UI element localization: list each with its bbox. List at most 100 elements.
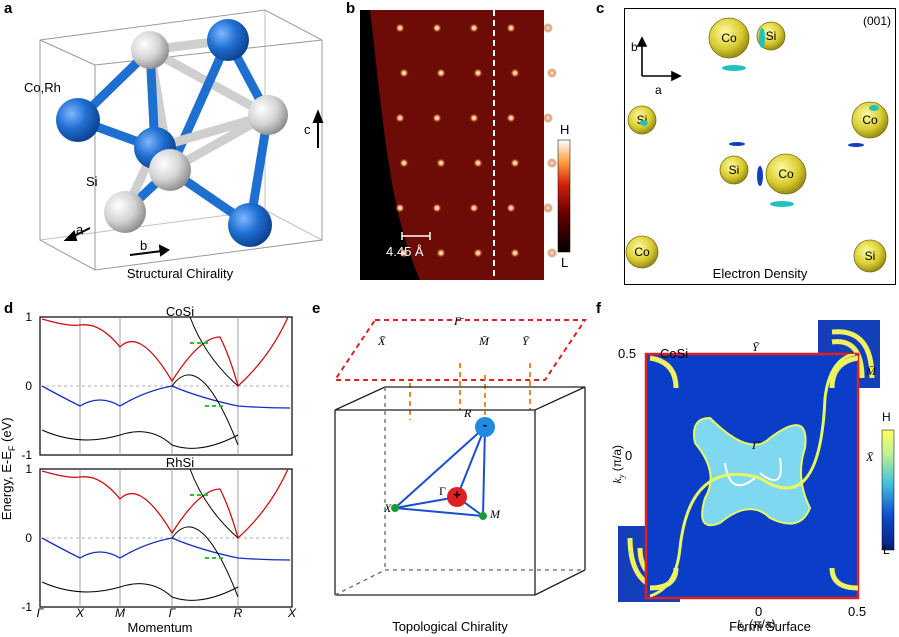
stm-spot (547, 248, 557, 258)
energy-tick: 1 (25, 462, 32, 476)
stm-spot (547, 68, 557, 78)
lattice-a-label: a (655, 83, 662, 97)
band-red (41, 316, 289, 388)
stm-spot (432, 113, 442, 123)
r-node-negative (475, 417, 495, 437)
si-atom (248, 95, 288, 135)
co-atom (56, 98, 100, 142)
axis-arrows (63, 109, 324, 257)
energy-tick: 1 (25, 310, 32, 324)
chirality-minus: - (482, 417, 488, 432)
fs-title: CoSi (660, 346, 689, 361)
co-atom (228, 203, 272, 247)
momentum-tick: X (287, 606, 297, 620)
stm-spot (547, 158, 557, 168)
surface-gamma-label: Γ̄ (454, 314, 461, 328)
fs-colorbar (881, 429, 895, 551)
axis-c-label: c (304, 122, 311, 137)
stm-spot (399, 248, 409, 258)
bulk-m-label: M (490, 507, 500, 521)
surface-x-label: X̄ (378, 334, 386, 348)
co-rh-label: Co,Rh (24, 80, 61, 95)
plane-label: (001) (863, 14, 892, 28)
scale-bar-label: 4.45 Å (386, 244, 424, 259)
bulk-x-label: X (384, 501, 392, 515)
stm-spot (399, 158, 409, 168)
stm-spot (432, 203, 442, 213)
bonds (73, 35, 273, 230)
density-blob-si (627, 105, 657, 135)
panel-label-d: d (4, 300, 14, 317)
stm-spot (510, 158, 520, 168)
brillouin-zone-diagram (333, 319, 587, 596)
si-atom (149, 149, 191, 191)
stm-spot (473, 158, 483, 168)
momentum-axis-label: Momentum (127, 620, 193, 635)
lattice-axes (636, 36, 682, 82)
stm-colorbar (557, 139, 571, 253)
momentum-tick: Γ (37, 606, 45, 620)
stm-spot (473, 68, 483, 78)
x-point (391, 504, 399, 512)
density-atom-label: Co (778, 167, 794, 181)
panel-label-c: c (596, 0, 605, 17)
band-black (41, 429, 239, 449)
density-blob-si (853, 239, 887, 273)
stm-spot (395, 23, 405, 33)
co-atom (207, 19, 249, 61)
stm-spot (506, 23, 516, 33)
electron-density-frame (624, 8, 896, 285)
density-blob-co (625, 235, 659, 269)
panel-label-b: b (346, 0, 356, 17)
caption-fermi-surface: Fermi Surface (729, 619, 811, 634)
energy-tick: 0 (25, 379, 32, 393)
density-features (640, 28, 879, 207)
lattice-b-label: b (631, 40, 638, 54)
axis-b-label: b (140, 238, 148, 253)
stm-spot (543, 203, 553, 213)
density-atom-label: Si (637, 113, 648, 127)
panel-label-a: a (4, 0, 13, 17)
fs-m-point: M̄ (866, 364, 876, 378)
stm-spot (543, 23, 553, 33)
si-atom (104, 191, 146, 233)
momentum-tick: Γ (169, 606, 177, 620)
stm-spot (473, 248, 483, 258)
stm-spot (395, 203, 405, 213)
stm-image (360, 10, 571, 280)
stm-spot (510, 68, 520, 78)
density-blob-co (708, 17, 750, 59)
bulk-gamma-label: Γ (439, 484, 446, 498)
stm-spot (436, 158, 446, 168)
cosi-band-title: CoSi (165, 304, 195, 319)
density-atom-label: Si (729, 163, 740, 177)
gamma-node-positive (447, 487, 467, 507)
fs-frame (644, 352, 860, 600)
density-atom-label: Co (634, 245, 650, 259)
stm-spot (506, 113, 516, 123)
surface-y-label: Ȳ (522, 334, 529, 348)
energy-tick: 0 (25, 531, 32, 545)
stm-spot (436, 68, 446, 78)
caption-structural-chirality: Structural Chirality (126, 266, 234, 281)
density-blob-co (851, 101, 889, 139)
energy-axis-label: Energy, E-EF (eV) (0, 417, 17, 521)
fs-ytick-mid: 0 (625, 448, 633, 463)
band-blue (41, 385, 291, 409)
rhsi-band-title: RhSi (165, 455, 195, 470)
m-point (479, 512, 487, 520)
band-black (41, 581, 239, 601)
energy-tick: -1 (21, 448, 32, 462)
caption-topological-chirality: Topological Chirality (392, 619, 508, 634)
si-label: Si (86, 174, 98, 189)
stm-spot (469, 23, 479, 33)
stm-spot (510, 248, 520, 258)
fs-x-point: X̄ (866, 450, 874, 464)
stm-spot (399, 68, 409, 78)
stm-spot (469, 113, 479, 123)
si-atom (131, 31, 169, 69)
stm-cbar-high: H (560, 122, 570, 137)
crystal-structure-diagram (39, 9, 324, 271)
